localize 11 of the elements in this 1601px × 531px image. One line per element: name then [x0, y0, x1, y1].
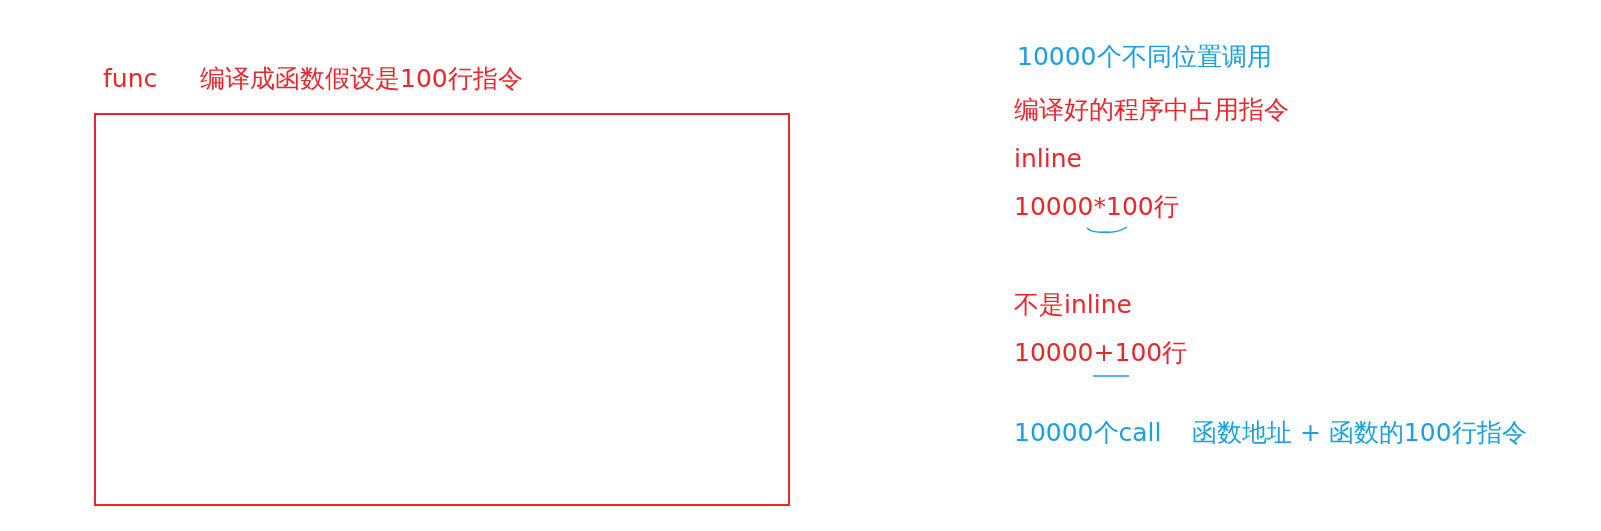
note-text: 10000*100行	[1014, 192, 1179, 222]
note-text: inline	[1014, 144, 1082, 174]
note-text: 函数地址 + 函数的100行指令	[1192, 418, 1527, 448]
note-text: 不是inline	[1014, 290, 1132, 320]
heading: 编译成函数假设是100行指令	[200, 64, 523, 94]
code-box	[94, 113, 790, 506]
function-name: func	[103, 64, 158, 94]
note-text: 编译好的程序中占用指令	[1014, 95, 1289, 125]
note-text: 10000个call	[1014, 418, 1162, 448]
note-text: 10000个不同位置调用	[1017, 42, 1272, 72]
note-text: 10000+100行	[1014, 338, 1188, 368]
